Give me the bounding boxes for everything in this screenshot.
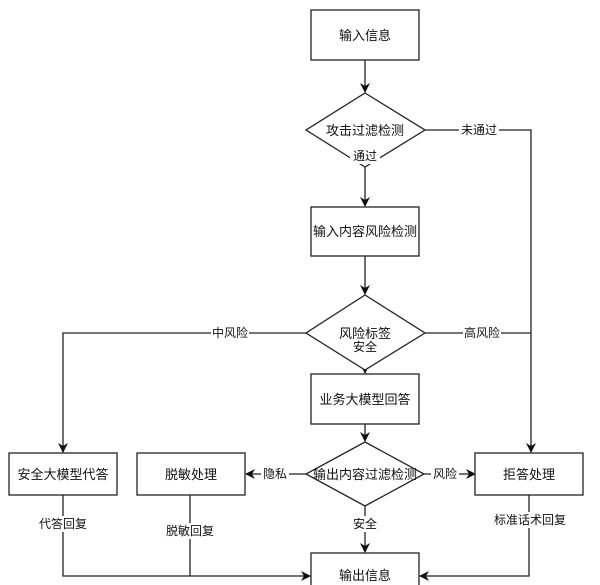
label-high-risk: 高风险 xyxy=(464,325,500,340)
label-proxy-reply: 代答回复 xyxy=(39,516,87,531)
node-refuse-label: 拒答处理 xyxy=(503,467,555,483)
node-safe-llm-answer-label: 安全大模型代答 xyxy=(17,467,108,483)
node-refuse[interactable]: 拒答处理 xyxy=(474,452,584,496)
label-medium-risk: 中风险 xyxy=(212,325,248,340)
edge-standard-reply xyxy=(419,495,530,581)
label-desensitized-reply: 脱敏回复 xyxy=(166,523,214,538)
node-attack-filter[interactable]: 攻击过滤检测 xyxy=(304,92,427,168)
node-attack-filter-label: 攻击过滤检测 xyxy=(326,124,404,139)
node-business-llm-label: 业务大模型回答 xyxy=(319,392,410,408)
label-not-pass: 未通过 xyxy=(461,123,497,137)
node-output-info-label: 输出信息 xyxy=(339,568,391,584)
node-output-info[interactable]: 输出信息 xyxy=(310,552,420,585)
node-input-info-label: 输入信息 xyxy=(339,28,391,44)
edge-labels: 通过 未通过 中风险 高风险 安全 隐私 风险 安全 代答回复 脱敏回复 标准话… xyxy=(37,122,566,539)
node-business-llm[interactable]: 业务大模型回答 xyxy=(310,373,420,425)
node-input-risk-check-label: 输入内容风险检测 xyxy=(313,224,417,240)
edge-attack-filter-fail xyxy=(425,129,536,453)
node-safe-llm-answer[interactable]: 安全大模型代答 xyxy=(8,452,118,496)
node-output-filter-label: 输出内容过滤检测 xyxy=(313,467,417,483)
label-output-risk: 风险 xyxy=(433,466,457,481)
node-output-filter[interactable]: 输出内容过滤检测 xyxy=(304,441,426,507)
node-input-risk-check[interactable]: 输入内容风险检测 xyxy=(310,206,420,257)
node-input-info[interactable]: 输入信息 xyxy=(310,9,420,61)
node-risk-label-label: 风险标签 xyxy=(339,326,391,342)
node-desensitize[interactable]: 脱敏处理 xyxy=(136,452,246,496)
node-risk-label[interactable]: 风险标签 xyxy=(304,294,427,371)
label-pass: 通过 xyxy=(353,149,377,163)
edge-medium-risk xyxy=(58,332,307,453)
label-standard-reply: 标准话术回复 xyxy=(494,513,566,527)
label-output-safe: 安全 xyxy=(353,516,377,531)
node-desensitize-label: 脱敏处理 xyxy=(165,468,217,483)
label-input-safe: 安全 xyxy=(353,339,377,354)
label-privacy: 隐私 xyxy=(263,467,287,481)
